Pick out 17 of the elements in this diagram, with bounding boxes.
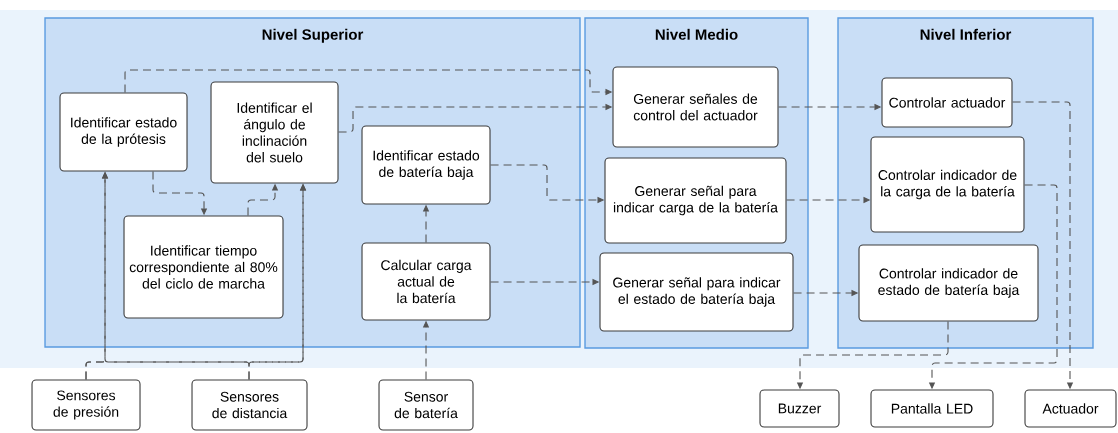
process-box: Sensores de distancia [191,379,308,431]
process-box: Generar señal para indicar carga de la batería [604,157,787,244]
process-box: Controlar indicador de la carga de la batería [870,136,1025,233]
process-box: Calcular carga actual de la batería [361,242,491,321]
process-box: Identificar estado de batería baja [361,125,491,205]
process-box: Identificar tiempo correspondiente al 80% del ciclo de marcha [123,215,284,319]
process-box: Sensor de batería [378,379,474,431]
process-box: Generar señal para indicar el estado de batería baja [599,252,794,332]
process-box: Identificar estado de la prótesis [59,92,188,172]
process-box: Buzzer [759,389,840,428]
process-box: Actuador [1024,389,1117,428]
process-box: Generar señales de control del actuador [612,66,779,148]
process-box: Controlar actuador [881,77,1013,128]
process-box: Sensores de presión [31,379,141,431]
process-box: Identificar el ángulo de inclinación del suelo [210,81,339,184]
process-box: Controlar indicador de estado de batería baja [858,244,1039,322]
process-box: Pantalla LED [870,389,994,428]
